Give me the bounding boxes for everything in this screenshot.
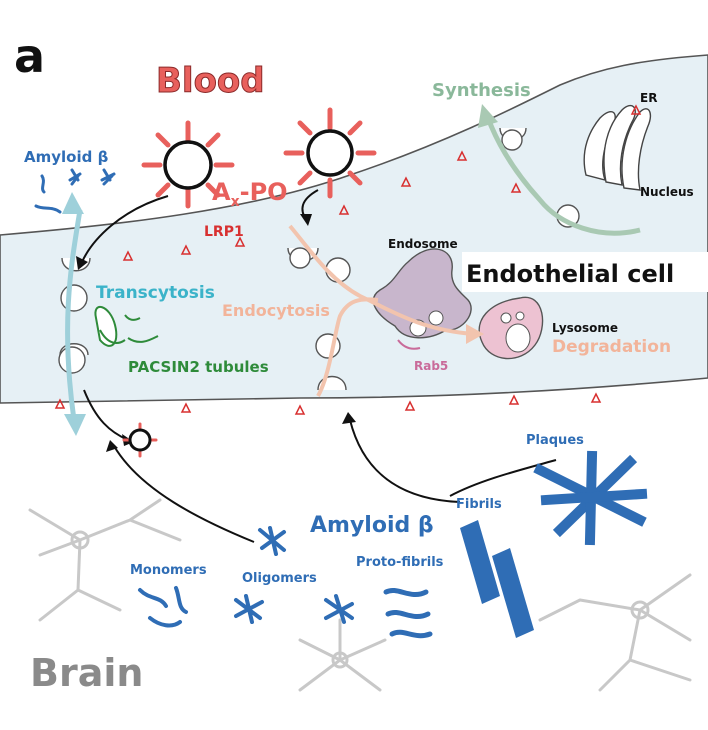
fibrils-label: Fibrils — [456, 497, 502, 512]
nucleus-label: Nucleus — [640, 185, 694, 199]
lrp1-receptors — [54, 104, 642, 415]
plaque-shape — [533, 450, 648, 546]
transcytosis-arrow-head-bottom — [64, 414, 86, 436]
synthesis-arrow — [485, 117, 641, 236]
endocytosis-arrow-head — [466, 324, 484, 344]
lysosome-vesicle — [515, 311, 525, 321]
black-arrows — [81, 189, 557, 543]
amyloid-top-label: Amyloid β — [24, 148, 109, 166]
lysosome-vesicle — [500, 312, 512, 324]
er-shape — [583, 104, 652, 191]
lrp1-label: LRP1 — [204, 224, 244, 240]
cell-label-box — [462, 252, 708, 292]
ax-po-particle — [141, 120, 235, 209]
ax-po-particle-small-core — [128, 428, 152, 452]
er-label: ER — [640, 91, 657, 105]
monomer-shapes — [138, 586, 188, 628]
ax-po-label: Ax-PO — [212, 178, 288, 210]
oligomer-shapes — [234, 526, 354, 624]
amyloid-top-shapes — [34, 168, 116, 214]
region-brain-label: Brain — [30, 651, 143, 695]
oligomers-label: Oligomers — [242, 571, 317, 586]
transcytosis-label: Transcytosis — [96, 283, 215, 303]
amyloid-brain-label: Amyloid β — [310, 513, 434, 538]
ax-po-particle-2 — [283, 107, 377, 199]
transcytosis-arrow-head-top — [62, 192, 84, 214]
endosome-vesicle — [428, 310, 444, 326]
endocytosis-arrow — [288, 224, 475, 336]
rab5-marks — [397, 339, 421, 350]
protofibril-shapes — [383, 588, 433, 639]
pacsin2-tubule — [94, 306, 159, 347]
transcytosis-arrow — [65, 209, 83, 421]
monomers-label: Monomers — [130, 563, 207, 578]
fibril-shapes — [460, 520, 534, 638]
panel-letter: a — [14, 29, 45, 83]
endosome-label: Endosome — [388, 237, 458, 251]
ax-po-particle-core — [163, 140, 213, 190]
region-blood-label: Blood — [156, 61, 265, 101]
degradation-label: Degradation — [552, 337, 671, 357]
cell-label: Endothelial cell — [466, 260, 674, 288]
pacsin2-label: PACSIN2 tubules — [128, 358, 269, 376]
ax-po-particle-core-2 — [306, 129, 354, 177]
protofibrils-label: Proto-fibrils — [356, 555, 444, 570]
neurons — [28, 498, 692, 692]
synthesis-label: Synthesis — [432, 80, 531, 101]
plaques-label: Plaques — [526, 433, 584, 448]
lysosome-label: Lysosome — [552, 321, 618, 335]
endocytosis-label: Endocytosis — [222, 301, 330, 320]
synthesis-arrow-head — [478, 104, 498, 128]
endocytosis-arrow-lower — [316, 297, 379, 397]
rab5-label: Rab5 — [414, 359, 448, 373]
lysosome-vesicle — [505, 323, 531, 353]
